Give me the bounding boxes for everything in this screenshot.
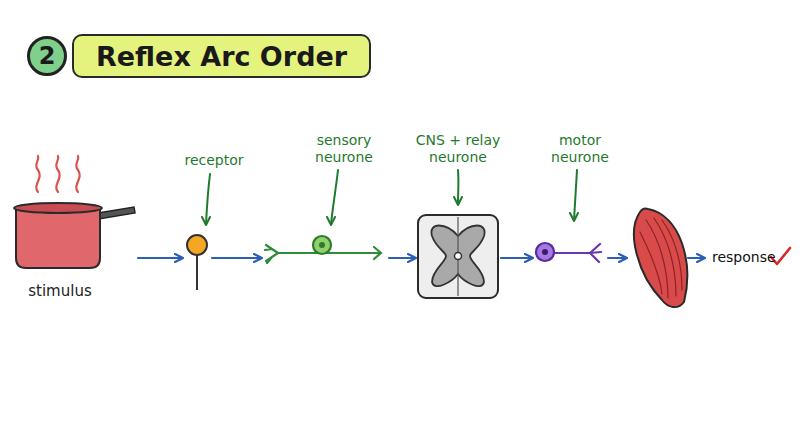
node-label: sensory neurone — [306, 132, 382, 166]
spinal-cord-symbol — [418, 215, 498, 298]
stimulus-node: stimulus — [10, 180, 135, 272]
response-label: response — [712, 249, 776, 265]
node-label: stimulus — [15, 283, 105, 300]
motor-neurone-symbol — [536, 243, 601, 262]
steam-lines — [36, 156, 80, 192]
title-banner: Reflex Arc Order — [72, 34, 371, 78]
flow-arrow — [138, 257, 182, 259]
node-label: CNS + relay neurone — [406, 132, 510, 166]
flow-arrow — [212, 257, 261, 259]
muscle-illustration — [634, 209, 687, 307]
motor-neurone-node: motor neurone — [535, 236, 603, 268]
flow-arrow — [501, 257, 532, 259]
title-text: Reflex Arc Order — [96, 41, 347, 72]
callout-number: 2 — [39, 42, 56, 70]
flow-arrow — [389, 257, 415, 259]
pan-illustration — [14, 203, 135, 268]
callout-badge: 2 — [27, 36, 67, 76]
sensory-neurone-symbol — [265, 236, 381, 263]
cns-node: CNS + relay neurone — [418, 215, 498, 298]
receptor-symbol — [187, 235, 207, 290]
flow-arrows — [608, 257, 704, 259]
node-label: motor neurone — [544, 132, 616, 166]
receptor-node: receptor — [185, 232, 209, 290]
sensory-neurone-node: sensory neurone — [264, 232, 386, 264]
leader-arrows — [206, 170, 577, 224]
node-label: receptor — [174, 152, 254, 169]
